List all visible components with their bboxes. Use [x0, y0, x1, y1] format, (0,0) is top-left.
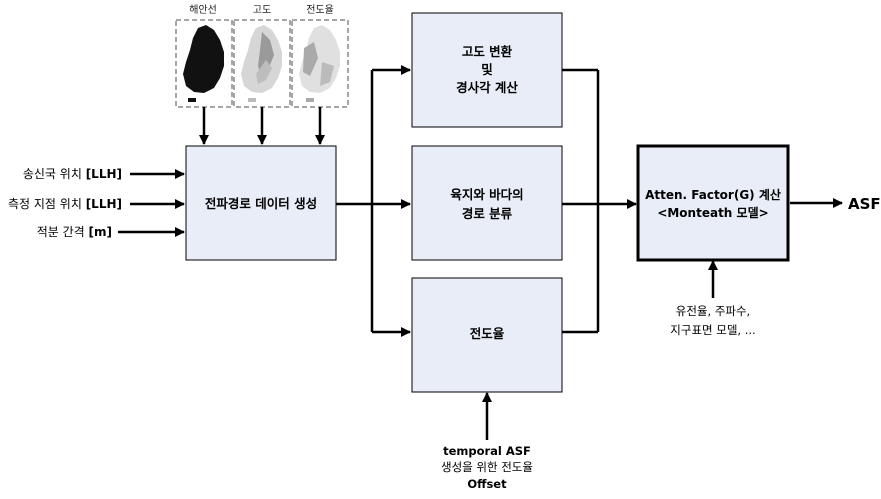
map-elevation: 고도 — [233, 5, 291, 108]
box-elevation-line3: 경사각 계산 — [456, 80, 518, 95]
map-conductivity-label: 전도율 — [306, 4, 334, 16]
box-path-data-label: 전파경로 데이터 생성 — [205, 196, 317, 211]
box-atten-line2: <Monteath 모델> — [657, 206, 768, 220]
box-atten-line1: Atten. Factor(G) 계산 — [645, 187, 781, 202]
input-tx-position: 송신국 위치 [LLH] — [23, 167, 122, 181]
box-conductivity-label: 전도율 — [470, 326, 505, 341]
box-conductivity: 전도율 — [411, 277, 563, 393]
box-land-sea-line1: 육지와 바다의 — [450, 187, 523, 202]
box-elevation-line1: 고도 변환 — [462, 44, 513, 59]
box-land-sea: 육지와 바다의 경로 분류 — [411, 145, 563, 261]
map-coastline: 해안선 — [175, 3, 233, 108]
output-asf-label: ASF — [848, 195, 881, 213]
coastline-map-shape — [183, 25, 224, 93]
box-elevation-conversion: 고도 변환 및 경사각 계산 — [411, 12, 563, 128]
atten-params-line2: 지구표면 모델, ... — [670, 323, 755, 337]
map-conductivity: 전도율 — [291, 4, 349, 108]
map-elevation-label: 고도 — [253, 5, 271, 16]
map-coastline-label: 해안선 — [189, 3, 217, 16]
box-path-data: 전파경로 데이터 생성 — [185, 145, 337, 261]
box-elevation-line2: 및 — [481, 62, 493, 77]
box-atten-factor: Atten. Factor(G) 계산 <Monteath 모델> — [636, 144, 790, 262]
atten-params-line1: 유전율, 주파수, — [676, 304, 750, 318]
input-integration-step: 적분 간격 [m] — [37, 225, 112, 239]
temporal-line1: temporal ASF — [443, 444, 531, 458]
temporal-line2: 생성을 위한 전도율 — [441, 460, 533, 474]
temporal-line3: Offset — [467, 477, 507, 491]
input-meas-position: 측정 지점 위치 [LLH] — [8, 197, 122, 211]
box-land-sea-line2: 경로 분류 — [462, 206, 513, 221]
